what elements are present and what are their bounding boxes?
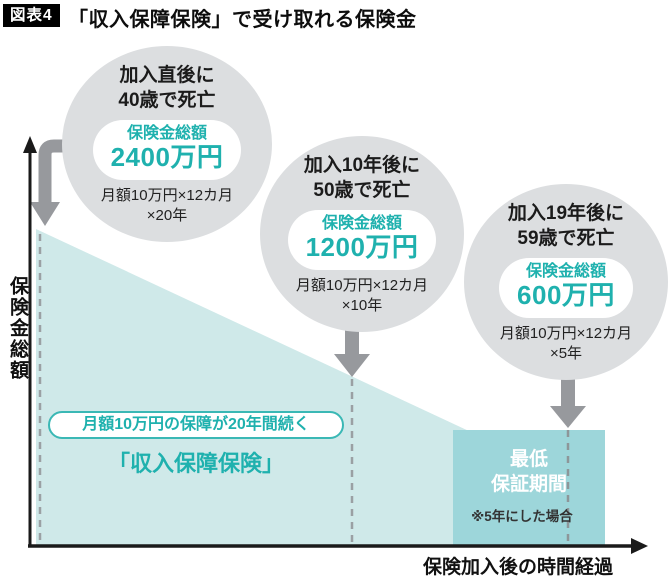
payout-calculation: 月額10万円×12カ月 ×5年 [499,325,633,362]
payout-pill-label: 保険金総額 [525,262,606,280]
payout-amount: 2400万円 [110,142,224,173]
bubble-heading: 加入19年後に 59歳で死亡 [507,202,625,249]
payout-amount: 600万円 [517,280,615,311]
payout-pill-label: 保険金総額 [126,124,207,142]
product-name-label: 「収入保障保険」 [107,451,284,476]
minimum-guarantee-note: ※5年にした場合 [471,509,573,524]
bubble-heading: 加入直後に 40歳で死亡 [118,64,216,111]
figure-title: 「収入保障保険」で受け取れる保険金 [68,9,417,31]
minimum-guarantee-label: 最低 保証期間 [453,448,605,497]
payout-pill: 保険金総額 2400万円 [92,119,242,181]
payout-pill: 保険金総額 600万円 [499,257,633,319]
x-axis [28,538,648,554]
minimum-guarantee-line1: 最低 [509,449,548,470]
x-axis-label: 保険加入後の時間経過 [422,557,613,578]
guarantee-box [453,430,605,546]
coverage-duration-pill: 月額10万円の保障が20年間続く [48,411,344,439]
bubble-death-at-50: 加入10年後に 50歳で死亡 保険金総額 1200万円 月額10万円×12カ月 … [260,136,464,332]
bubble-death-at-40: 加入直後に 40歳で死亡 保険金総額 2400万円 月額10万円×12カ月 ×2… [62,46,272,242]
bubble-heading: 加入10年後に 50歳で死亡 [303,154,421,201]
payout-pill-label: 保険金総額 [321,214,402,232]
payout-calculation: 月額10万円×12カ月 ×10年 [295,277,429,314]
bubble-death-at-59: 加入19年後に 59歳で死亡 保険金総額 600万円 月額10万円×12カ月 ×… [464,184,668,380]
y-axis-label: 保険金総額 [7,276,28,381]
figure-badge: 図表4 [3,4,60,27]
payout-pill: 保険金総額 1200万円 [287,209,437,271]
down-arrow-icon [334,326,370,377]
payout-amount: 1200万円 [305,232,419,263]
minimum-guarantee-line2: 保証期間 [490,473,567,495]
benefit-triangle [36,229,471,546]
y-axis [23,136,37,547]
payout-calculation: 月額10万円×12カ月 ×20年 [100,187,234,224]
elbow-down-arrow-icon [30,139,80,226]
